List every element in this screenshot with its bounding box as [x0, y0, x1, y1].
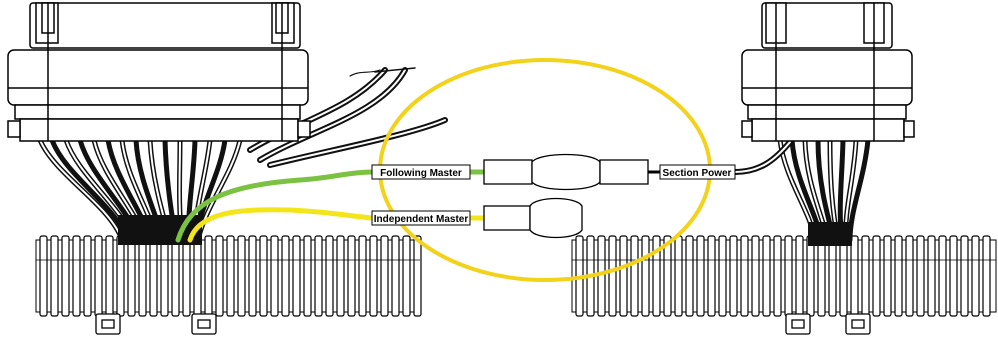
label-independent-master: Independent Master — [371, 210, 471, 226]
right-conduit — [571, 235, 997, 317]
cable-clip-3 — [785, 313, 811, 335]
left-conduit — [35, 235, 422, 317]
right-wire-bundle — [732, 137, 871, 246]
yellow-wire — [187, 207, 487, 243]
independent-master-terminal — [483, 197, 583, 239]
label-following-master-text: Following Master — [380, 168, 462, 179]
cable-clip-1 — [95, 313, 121, 335]
label-following-master: Following Master — [371, 164, 471, 180]
cable-clip-2 — [191, 313, 217, 335]
green-wire — [175, 169, 487, 243]
label-independent-master-text: Independent Master — [374, 214, 469, 225]
label-section-power: Section Power — [659, 164, 736, 180]
right-connector — [741, 2, 915, 142]
label-section-power-text: Section Power — [663, 168, 732, 179]
left-connector — [7, 2, 311, 142]
cable-clip-4 — [845, 313, 871, 335]
